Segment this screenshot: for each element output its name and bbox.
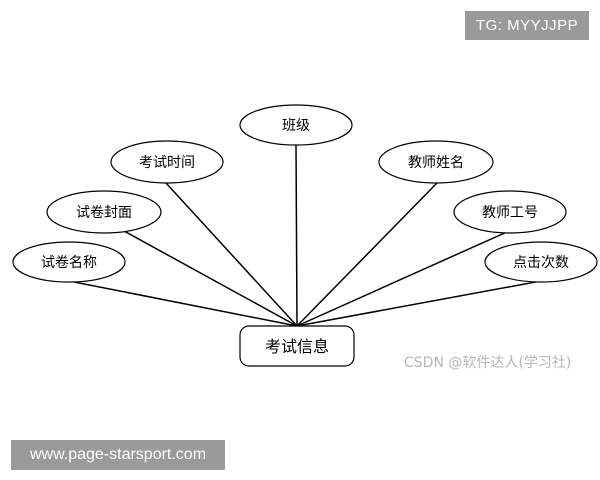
attribute-label: 教师姓名 — [408, 155, 464, 171]
connector-shijian — [165, 182, 298, 327]
attribute-banji: 班级 — [239, 104, 353, 146]
entity-kaoshi-xinxi: 考试信息 — [239, 325, 355, 367]
attribute-juanming: 试卷名称 — [12, 241, 126, 283]
connector-gonghao — [296, 230, 510, 327]
connector-dianji — [296, 280, 542, 327]
attribute-fengmian: 试卷封面 — [46, 190, 162, 234]
attribute-dianji: 点击次数 — [484, 241, 598, 283]
attribute-label: 试卷封面 — [76, 205, 132, 221]
connector-juanming — [68, 280, 298, 327]
entity-label: 考试信息 — [265, 337, 329, 356]
attribute-jiaoshi: 教师姓名 — [378, 140, 494, 184]
attribute-label: 考试时间 — [139, 155, 195, 171]
tg-badge: TG: MYYJJPP — [465, 11, 589, 40]
attribute-label: 班级 — [282, 118, 310, 134]
connector-jiaoshi — [296, 182, 438, 327]
csdn-watermark: CSDN @软件达人(学习社) — [404, 355, 572, 371]
connector-fengmian — [123, 230, 298, 327]
attribute-shijian: 考试时间 — [110, 140, 224, 184]
attribute-label: 点击次数 — [513, 255, 569, 271]
attribute-label: 教师工号 — [482, 205, 538, 221]
connectors — [68, 143, 542, 327]
attribute-label: 试卷名称 — [41, 255, 97, 271]
connector-banji — [295, 143, 298, 327]
attribute-gonghao: 教师工号 — [453, 190, 567, 234]
url-watermark: www.page-starsport.com — [11, 440, 225, 470]
